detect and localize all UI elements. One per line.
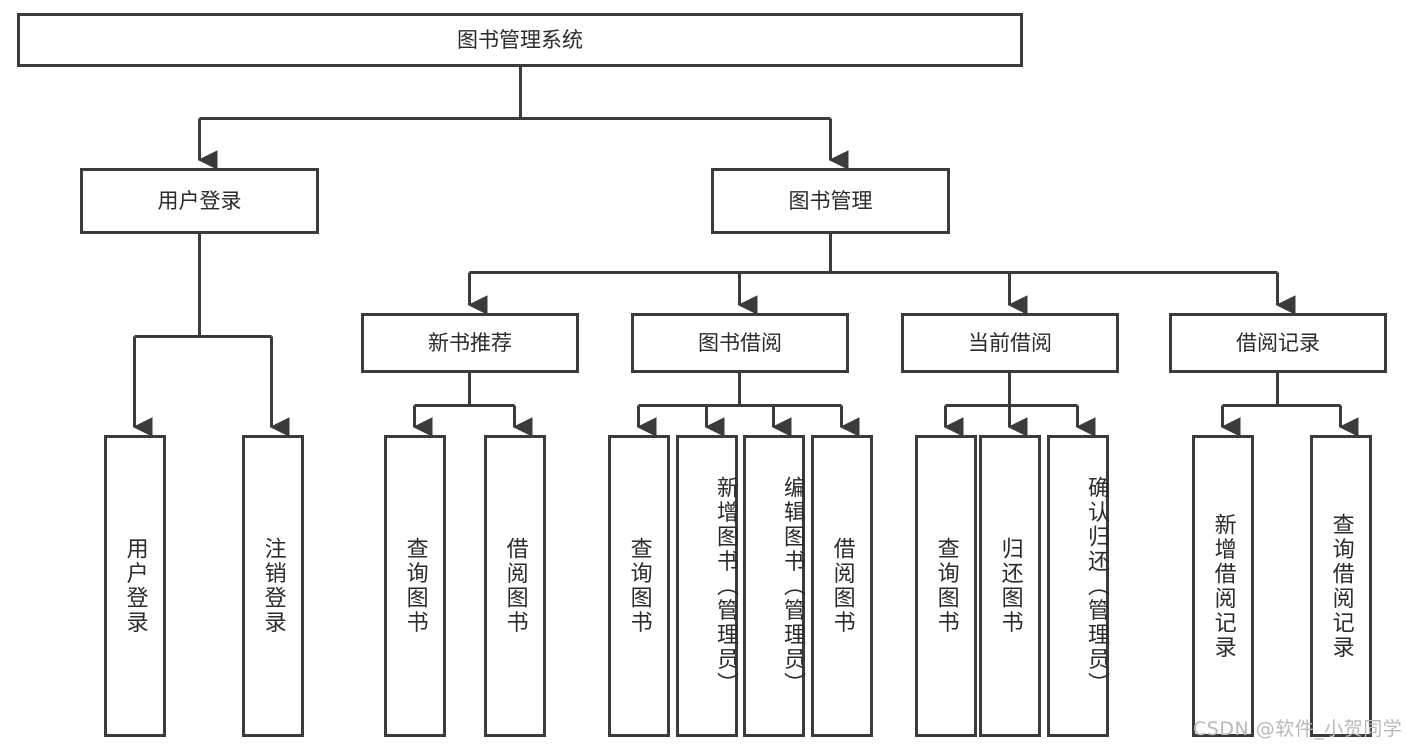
leaf-box-edit-book[interactable] [743,435,805,737]
leaf-box-query-book-1[interactable] [384,435,446,737]
node-root[interactable]: 图书管理系统 [17,13,1023,67]
leaf-box-borrow-book-1[interactable] [484,435,546,737]
node-user-login-box [80,168,319,234]
node-book-borrow[interactable]: 图书借阅 [631,313,849,373]
node-new-book-recommend-box [361,313,579,373]
node-root-label: 图书管理系统 [457,28,583,52]
node-book-management-label: 图书管理 [789,189,873,213]
connector-layer [132,66,1359,437]
node-book-management[interactable]: 图书管理 [711,168,950,234]
node-current-borrow-label: 当前借阅 [968,331,1052,355]
node-new-book-recommend-label: 新书推荐 [428,331,512,355]
node-root-box [17,13,1023,67]
node-current-borrow-box [901,313,1119,373]
leaf-box-borrow-book-2[interactable] [811,435,873,737]
leaf-box-user-login[interactable] [104,435,166,737]
node-book-borrow-box [631,313,849,373]
leaf-box-logout-login[interactable] [242,435,304,737]
leaf-box-add-record[interactable] [1192,435,1254,737]
node-book-management-box [711,168,950,234]
node-user-login-label: 用户登录 [158,189,242,213]
node-borrow-record-label: 借阅记录 [1236,331,1320,355]
node-current-borrow[interactable]: 当前借阅 [901,313,1119,373]
node-book-borrow-label: 图书借阅 [698,331,782,355]
node-new-book-recommend[interactable]: 新书推荐 [361,313,579,373]
node-user-login[interactable]: 用户登录 [80,168,319,234]
csdn-watermark: CSDN @软件_小贺同学 [1193,718,1403,740]
leaf-box-add-book[interactable] [676,435,738,737]
node-borrow-record[interactable]: 借阅记录 [1169,313,1387,373]
leaf-box-return-book[interactable] [979,435,1041,737]
leaf-box-query-book-2[interactable] [608,435,670,737]
leaf-box-confirm-return[interactable] [1047,435,1109,737]
leaf-box-layer [104,435,1372,737]
leaf-box-query-record[interactable] [1310,435,1372,737]
node-borrow-record-box [1169,313,1387,373]
leaf-box-query-book-3[interactable] [915,435,977,737]
